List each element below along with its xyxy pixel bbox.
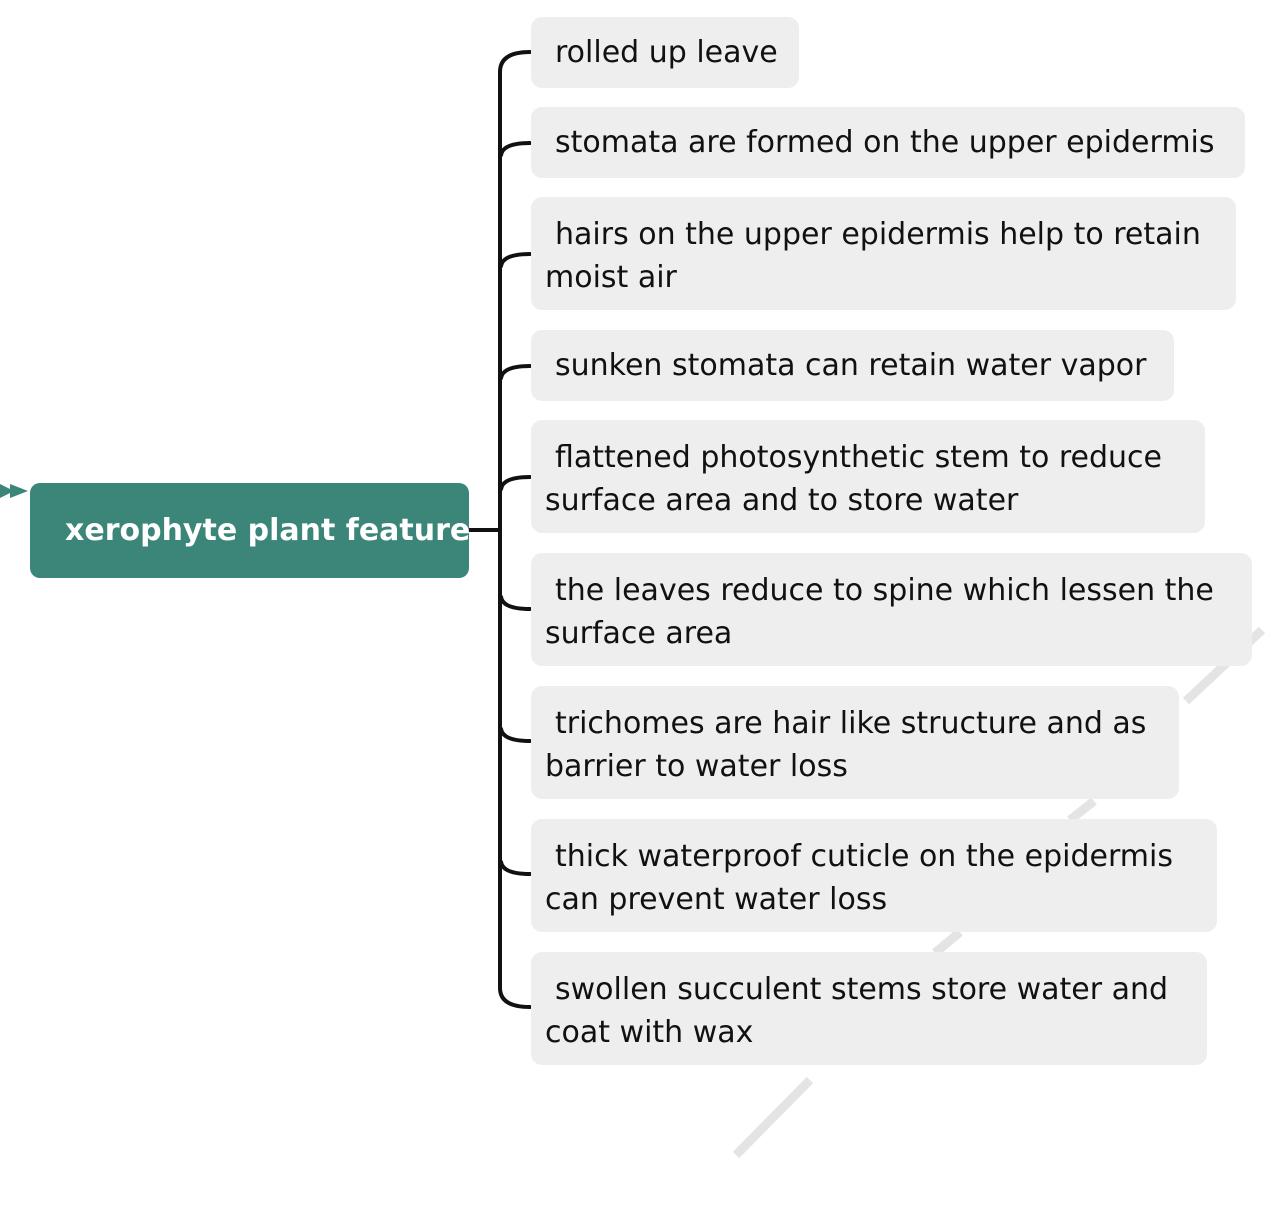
branch-connector bbox=[499, 860, 532, 876]
branch-topic[interactable]: flattened photosynthetic stem to reduce … bbox=[531, 420, 1205, 533]
branch-topic-label: trichomes are hair like structure and as… bbox=[545, 706, 1156, 784]
branch-topic-label: sunken stomata can retain water vapor bbox=[555, 348, 1147, 383]
root-topic[interactable]: xerophyte plant feature bbox=[30, 483, 471, 578]
branch-topic-label: flattened photosynthetic stem to reduce … bbox=[545, 440, 1172, 518]
branch-topic[interactable]: sunken stomata can retain water vapor bbox=[531, 330, 1174, 401]
branch-topic-label: hairs on the upper epidermis help to ret… bbox=[545, 217, 1211, 295]
branch-topic[interactable]: trichomes are hair like structure and as… bbox=[531, 686, 1179, 799]
branch-topic[interactable]: the leaves reduce to spine which lessen … bbox=[531, 553, 1252, 666]
branch-topic[interactable]: rolled up leave bbox=[531, 17, 799, 88]
root-topic-label: xerophyte plant feature bbox=[65, 513, 471, 548]
branch-topic-label: rolled up leave bbox=[555, 35, 778, 70]
branch-connector bbox=[499, 141, 532, 157]
branch-connector bbox=[499, 252, 532, 268]
branch-connector bbox=[499, 595, 532, 611]
branch-spine bbox=[498, 50, 532, 1009]
branch-topic[interactable]: stomata are formed on the upper epidermi… bbox=[531, 107, 1245, 178]
watermark-stroke bbox=[932, 928, 963, 957]
branch-topic-label: thick waterproof cuticle on the epidermi… bbox=[545, 839, 1183, 917]
branch-connector bbox=[499, 727, 532, 743]
branch-connector bbox=[499, 475, 532, 491]
branch-connector bbox=[499, 364, 532, 380]
connectors bbox=[467, 50, 532, 1009]
expand-arrow-icon[interactable] bbox=[0, 484, 28, 498]
watermark-stroke bbox=[1067, 797, 1097, 824]
branch-topic-label: swollen succulent stems store water and … bbox=[545, 972, 1178, 1050]
watermark-stroke bbox=[732, 1076, 814, 1159]
branch-topic[interactable]: swollen succulent stems store water and … bbox=[531, 952, 1207, 1065]
branch-topic[interactable]: thick waterproof cuticle on the epidermi… bbox=[531, 819, 1217, 932]
branch-topic-label: the leaves reduce to spine which lessen … bbox=[545, 573, 1224, 651]
branch-topic-label: stomata are formed on the upper epidermi… bbox=[555, 125, 1215, 160]
branch-topic[interactable]: hairs on the upper epidermis help to ret… bbox=[531, 197, 1236, 310]
